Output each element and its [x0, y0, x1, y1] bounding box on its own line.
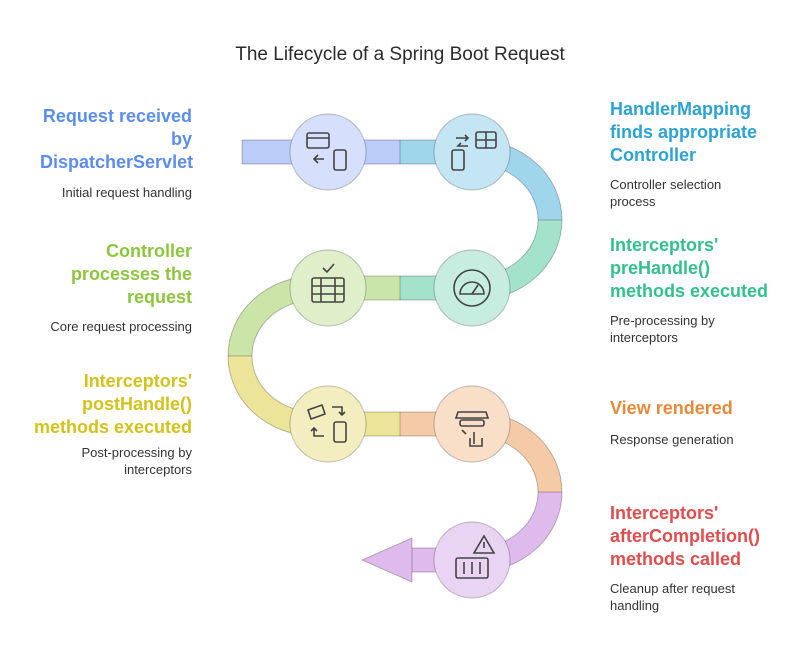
step-5-heading: Interceptors' postHandle() methods execu…	[33, 371, 192, 437]
step-6-description: Response generation	[610, 432, 734, 447]
phone-grid-icon	[433, 113, 511, 191]
step-6-heading: View rendered	[610, 398, 733, 418]
exchange-icon	[289, 385, 367, 463]
step-2-description: Controller selection process	[610, 177, 722, 209]
step-2-heading: HandlerMapping finds appropriate Control…	[610, 99, 758, 165]
step-7-description: Cleanup after request handling	[610, 581, 736, 613]
step-7-heading: Interceptors' afterCompletion() methods …	[610, 503, 760, 569]
step-3-description: Pre-processing by interceptors	[610, 313, 715, 345]
step-1-description: Initial request handling	[61, 185, 192, 200]
step-4-description: Core request processing	[50, 319, 192, 334]
step-4-heading: Controller processes the request	[70, 241, 192, 307]
step-5-description: Post-processing by interceptors	[81, 445, 192, 477]
warning-box-icon	[433, 521, 511, 599]
spy-icon	[433, 385, 511, 463]
step-icons	[289, 113, 511, 599]
step-3-heading: Interceptors' preHandle() methods execut…	[610, 235, 769, 301]
arrow-head	[360, 537, 413, 583]
diagram-title: The Lifecycle of a Spring Boot Request	[235, 44, 565, 65]
gauge-icon	[433, 249, 511, 327]
step-1-heading: Request received by DispatcherServlet	[40, 106, 194, 172]
card-phone-icon	[289, 113, 367, 191]
server-check-icon	[289, 249, 367, 327]
